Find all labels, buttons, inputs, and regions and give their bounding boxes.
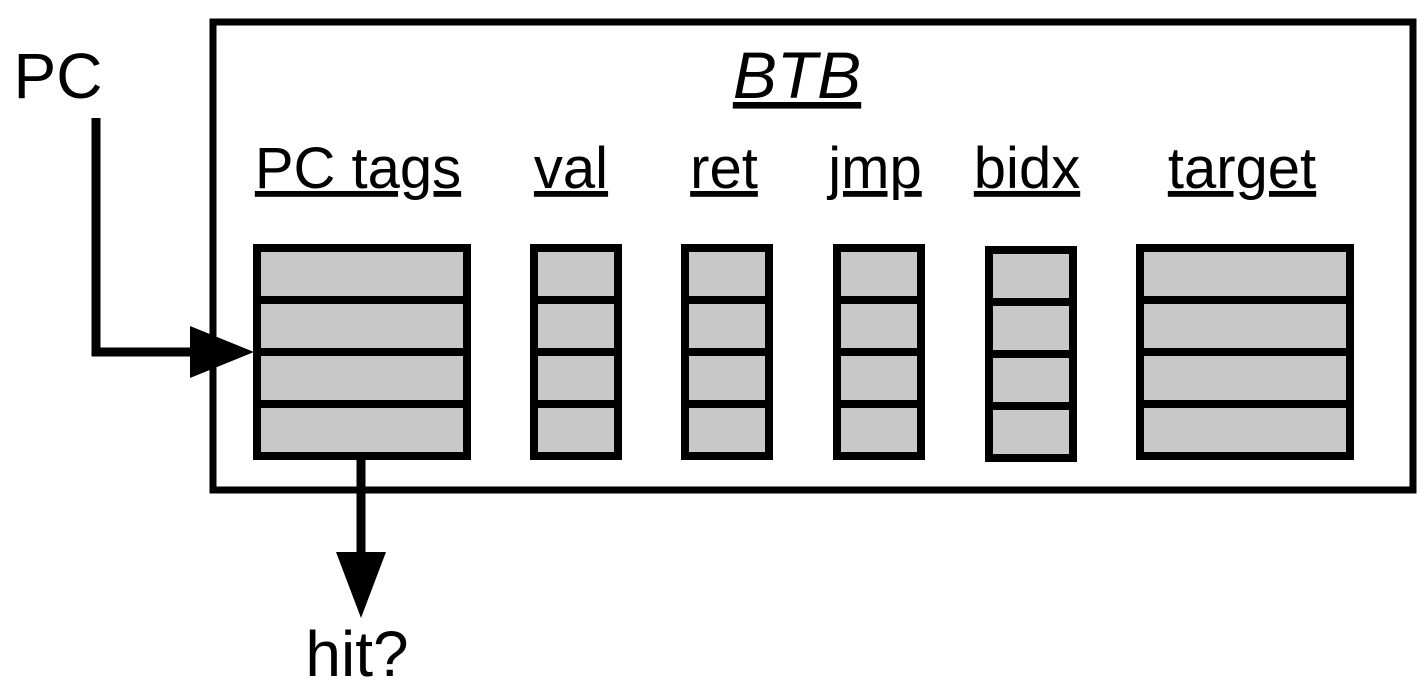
table-cell: [1136, 348, 1354, 408]
column-label-ret: ret: [690, 136, 758, 201]
pc-input-arrowhead: [190, 326, 254, 378]
btb-title: BTB: [733, 38, 861, 112]
table-cell: [681, 400, 773, 460]
table-cell: [253, 348, 471, 408]
column-label-pc-tags: PC tags: [255, 136, 461, 201]
table-bidx: [985, 246, 1077, 462]
column-label-target: target: [1168, 136, 1316, 201]
table-pc-tags: [253, 244, 471, 460]
table-cell: [985, 350, 1077, 410]
table-cell: [681, 348, 773, 408]
table-target: [1136, 244, 1354, 460]
table-val: [530, 244, 622, 460]
table-ret: [681, 244, 773, 460]
table-cell: [985, 402, 1077, 462]
table-cell: [253, 400, 471, 460]
table-cell: [253, 296, 471, 356]
table-cell: [530, 400, 622, 460]
table-cell: [1136, 400, 1354, 460]
btb-frame: [209, 18, 1417, 494]
hit-output-label: hit?: [305, 618, 408, 690]
table-jmp: [833, 244, 925, 460]
table-cell: [530, 244, 622, 304]
table-cell: [681, 244, 773, 304]
table-cell: [530, 296, 622, 356]
column-label-bidx: bidx: [974, 136, 1080, 201]
pc-input-wire: [91, 118, 196, 357]
table-cell: [1136, 244, 1354, 304]
table-cell: [530, 348, 622, 408]
table-cell: [985, 246, 1077, 306]
table-cell: [833, 348, 925, 408]
hit-output-arrowhead: [336, 552, 386, 618]
column-label-jmp: jmp: [826, 136, 921, 201]
table-cell: [985, 298, 1077, 358]
table-cell: [681, 296, 773, 356]
table-cell: [1136, 296, 1354, 356]
table-cell: [833, 400, 925, 460]
pc-input-label: PC: [14, 40, 103, 112]
table-cell: [253, 244, 471, 304]
column-label-val: val: [534, 136, 608, 201]
table-cell: [833, 296, 925, 356]
table-cell: [833, 244, 925, 304]
